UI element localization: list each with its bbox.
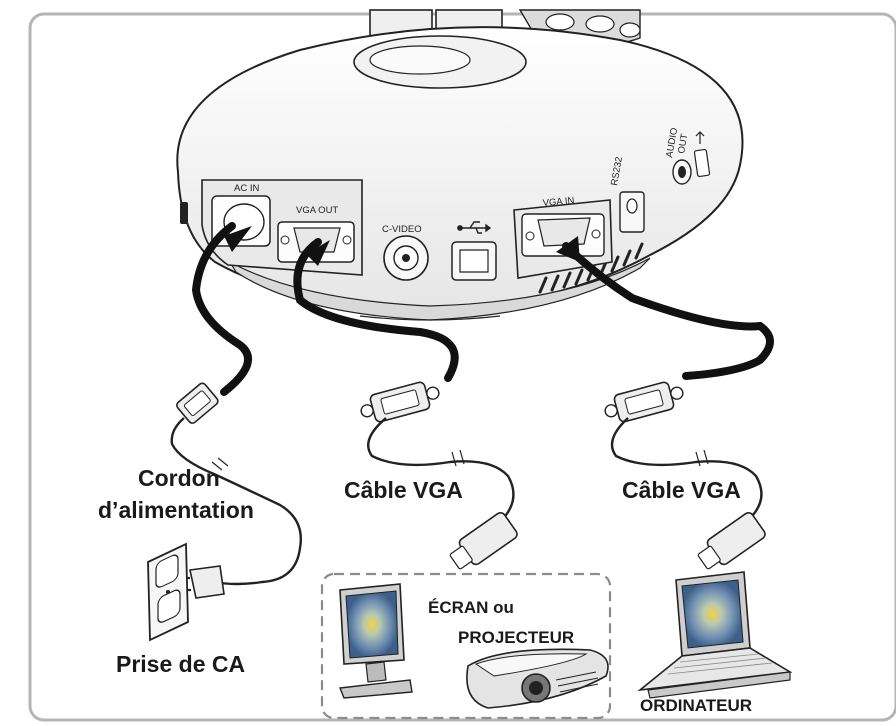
laptop-illustration (637, 571, 793, 699)
thick-cables (191, 222, 774, 396)
computer-label: ORDINATEUR (640, 696, 752, 715)
port-label-ac-in: AC IN (234, 183, 259, 194)
port-label-vga-out: VGA OUT (296, 205, 338, 216)
power-cord-label-line2: d’alimentation (98, 497, 254, 523)
port-label-c-video: C-VIDEO (382, 224, 422, 235)
port-label-audio-out: OUT (676, 133, 690, 155)
usb-icon (457, 221, 492, 234)
power-cord (170, 382, 302, 599)
projector-illustration (466, 648, 609, 709)
screen-label: ÉCRAN ou (428, 598, 514, 617)
vga-cable-left (360, 381, 518, 570)
monitor-illustration (339, 583, 413, 699)
vga-cable-right (604, 381, 766, 570)
ac-outlet-label: Prise de CA (116, 651, 245, 677)
port-label-audio: AUDIO (664, 127, 680, 159)
display-group-box (320, 572, 612, 720)
document-camera-device: AC IN VGA OUT C-VIDEO VGA IN RS232 AUDIO… (176, 9, 744, 321)
ac-outlet (147, 542, 189, 642)
projector-label: PROJECTEUR (458, 628, 574, 647)
power-cord-label-line1: Cordon (138, 465, 220, 491)
cable-arrows (224, 226, 580, 266)
usb-side-icon (695, 131, 705, 144)
port-label-vga-in: VGA IN (542, 195, 575, 209)
vga-cable-left-label: Câble VGA (344, 477, 463, 503)
port-label-rs232: RS232 (609, 156, 625, 187)
vga-cable-right-label: Câble VGA (622, 477, 741, 503)
